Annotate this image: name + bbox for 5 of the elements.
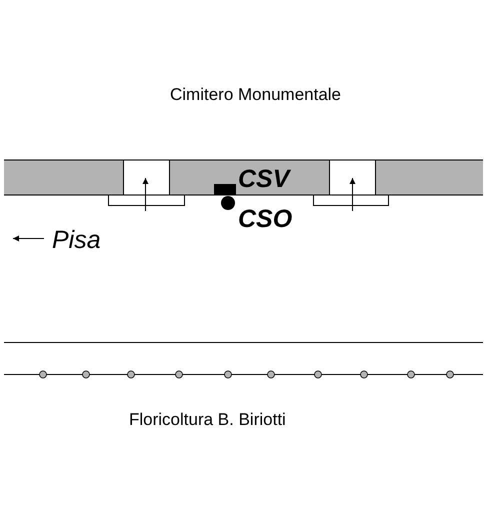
- place-name: Floricoltura B. Biriotti: [129, 411, 286, 428]
- place-name: Cimitero Monumentale: [170, 86, 342, 103]
- marker-label: CSV: [238, 167, 290, 192]
- place-name: Pisa: [52, 228, 101, 253]
- marker-label: CSO: [238, 207, 292, 232]
